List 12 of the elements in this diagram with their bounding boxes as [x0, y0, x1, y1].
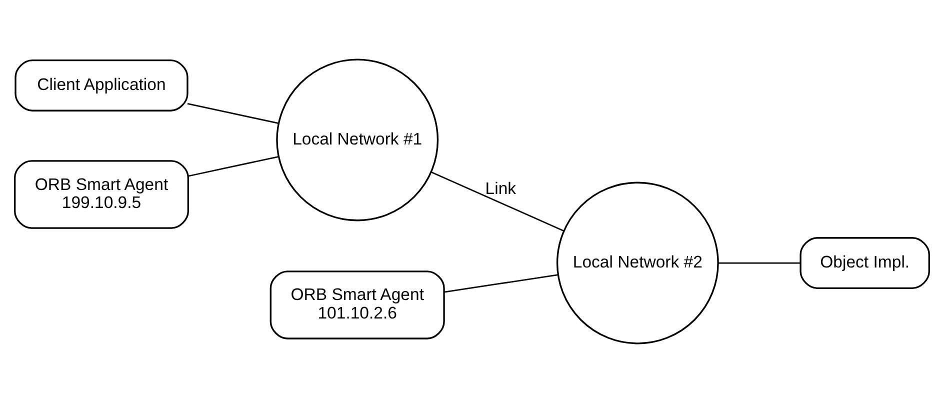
connector [188, 156, 279, 177]
node-box: Client Application [14, 59, 188, 112]
node-box: Object Impl. [800, 237, 930, 290]
node-circle: Local Network #1 [276, 58, 439, 222]
node-circle: Local Network #2 [556, 182, 719, 344]
connector [187, 103, 279, 124]
connector [444, 274, 558, 293]
node-box: ORB Smart Agent 199.10.9.5 [14, 160, 190, 229]
connector [431, 172, 564, 232]
node-box: ORB Smart Agent 101.10.2.6 [270, 270, 445, 340]
edge-label: Link [485, 178, 516, 198]
connector [718, 262, 801, 264]
